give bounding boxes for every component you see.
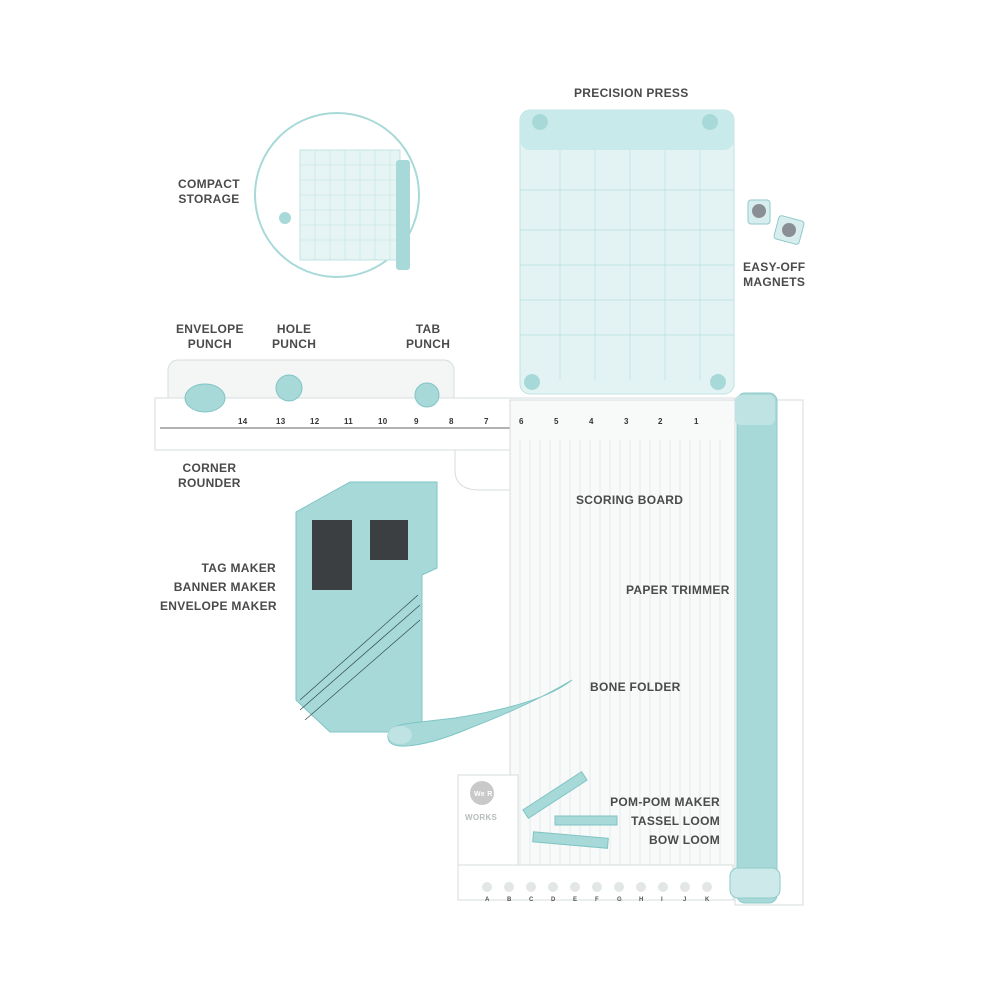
label-bow-loom: BOW LOOM bbox=[648, 833, 720, 847]
scoring-board-image bbox=[457, 399, 736, 901]
bottom-letter: G bbox=[617, 897, 622, 903]
label-envelope-punch: ENVELOPE PUNCH bbox=[176, 322, 244, 351]
ruler-number: 11 bbox=[344, 417, 354, 426]
label-scoring-board: SCORING BOARD bbox=[576, 493, 684, 507]
label-tab-punch: TAB PUNCH bbox=[406, 322, 451, 351]
bottom-letter: A bbox=[485, 897, 490, 903]
label-corner-rounder: CORNER ROUNDER bbox=[178, 461, 241, 490]
label-banner-maker: BANNER MAKER bbox=[173, 580, 276, 594]
label-pom-pom-maker: POM-POM MAKER bbox=[610, 795, 720, 809]
precision-press-image bbox=[519, 109, 735, 395]
label-paper-trimmer: PAPER TRIMMER bbox=[626, 583, 730, 597]
ruler-number: 2 bbox=[658, 417, 663, 426]
bottom-letter: C bbox=[529, 897, 534, 903]
bottom-letter: J bbox=[683, 897, 687, 903]
label-precision-press: PRECISION PRESS bbox=[574, 86, 689, 100]
label-easy-off-magnets: EASY-OFF MAGNETS bbox=[743, 260, 806, 289]
bottom-letter: I bbox=[661, 897, 663, 903]
magnets-image bbox=[747, 199, 805, 245]
loom-pieces-image bbox=[522, 771, 618, 849]
label-envelope-maker: ENVELOPE MAKER bbox=[160, 599, 277, 613]
bottom-letter: B bbox=[507, 897, 512, 903]
brand-name: WORKS bbox=[465, 813, 498, 822]
ruler-number: 7 bbox=[484, 417, 489, 426]
compact-storage-image bbox=[254, 112, 420, 278]
ruler-number: 12 bbox=[310, 417, 320, 426]
ruler-number: 8 bbox=[449, 417, 454, 426]
label-compact-storage: COMPACT STORAGE bbox=[178, 177, 240, 206]
bottom-letter: D bbox=[551, 897, 556, 903]
bottom-letter: H bbox=[639, 897, 644, 903]
ruler-number: 6 bbox=[519, 417, 524, 426]
bottom-letter: F bbox=[595, 897, 599, 903]
tag-maker-image bbox=[295, 481, 438, 733]
ruler-number: 14 bbox=[238, 417, 248, 426]
brand-logo-text: We R bbox=[474, 791, 493, 798]
label-bone-folder: BONE FOLDER bbox=[590, 680, 681, 694]
paper-trimmer-image bbox=[729, 392, 804, 906]
label-hole-punch: HOLE PUNCH bbox=[272, 322, 317, 351]
ruler-number: 5 bbox=[554, 417, 559, 426]
ruler-number: 13 bbox=[276, 417, 286, 426]
bottom-letter: E bbox=[573, 897, 578, 903]
ruler-number: 1 bbox=[694, 417, 699, 426]
bone-folder-image bbox=[387, 679, 573, 747]
ruler-number: 10 bbox=[378, 417, 388, 426]
label-tag-maker: TAG MAKER bbox=[201, 561, 276, 575]
ruler-number: 4 bbox=[589, 417, 594, 426]
bottom-letter: K bbox=[705, 897, 710, 903]
label-tassel-loom: TASSEL LOOM bbox=[631, 814, 720, 828]
ruler-number: 9 bbox=[414, 417, 419, 426]
ruler-number: 3 bbox=[624, 417, 629, 426]
